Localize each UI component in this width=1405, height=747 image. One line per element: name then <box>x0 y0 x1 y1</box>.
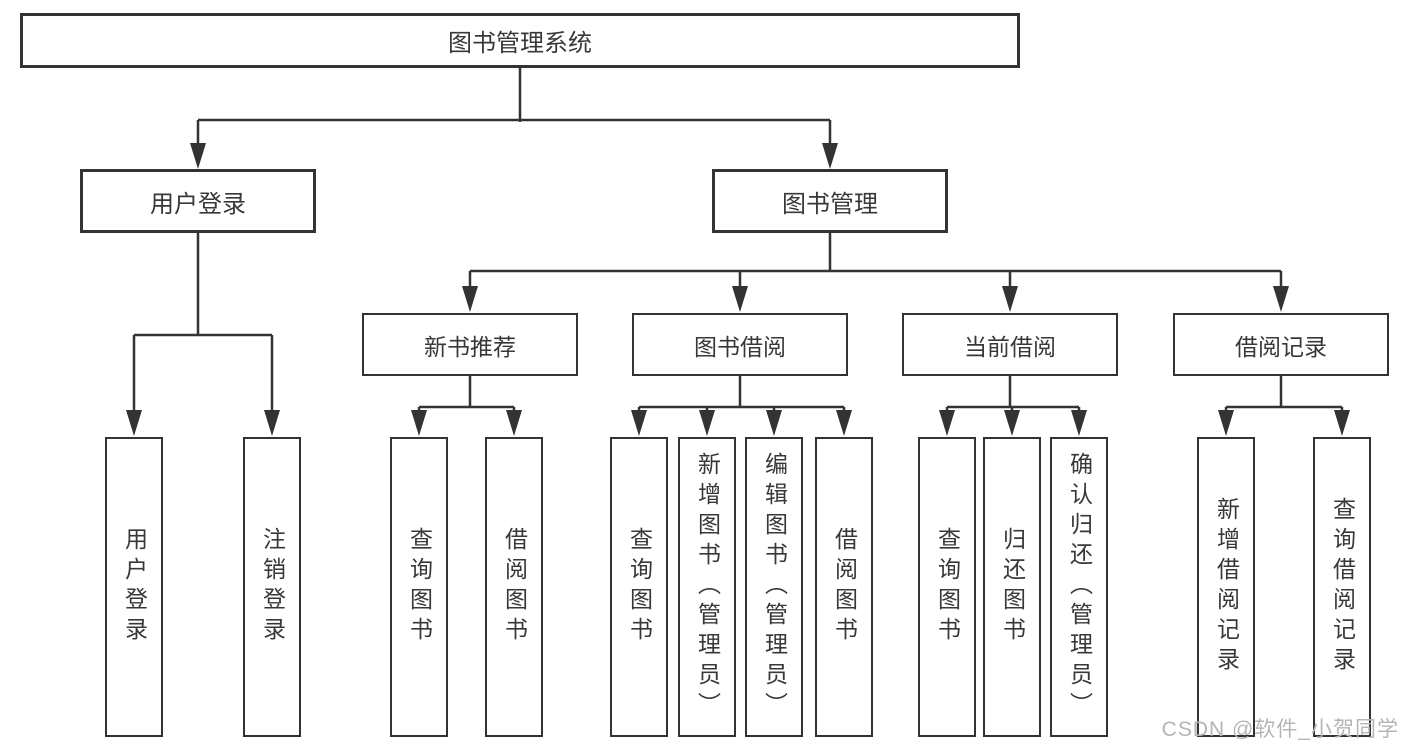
leaf-label: 查询借阅记录 <box>1329 497 1356 677</box>
node-current-borrowing: 当前借阅 <box>902 313 1118 376</box>
leaf-add-book-admin: 新增图书（管理员） <box>678 437 736 737</box>
node-borrowing-records: 借阅记录 <box>1173 313 1389 376</box>
arrowhead <box>732 286 748 312</box>
leaf-label: 查询图书 <box>406 527 433 647</box>
arrowhead <box>462 286 478 312</box>
arrowhead <box>631 410 647 436</box>
node-label: 图书管理 <box>782 190 878 218</box>
leaf-logout: 注销登录 <box>243 437 301 737</box>
arrowhead <box>836 410 852 436</box>
arrowhead <box>126 410 142 436</box>
arrowhead <box>264 410 280 436</box>
leaf-return-book: 归还图书 <box>983 437 1041 737</box>
arrowhead <box>1002 286 1018 312</box>
arrowhead <box>1218 410 1234 436</box>
leaf-label: 借阅图书 <box>831 527 858 647</box>
leaf-confirm-return-admin: 确认归还（管理员） <box>1050 437 1108 737</box>
node-label: 借阅记录 <box>1235 333 1327 360</box>
node-label: 新书推荐 <box>424 333 516 360</box>
leaf-label: 新增图书（管理员） <box>694 452 721 722</box>
leaf-query-books-current: 查询图书 <box>918 437 976 737</box>
leaf-label: 注销登录 <box>259 527 286 647</box>
arrowheads <box>126 143 1350 436</box>
leaf-query-books-recommend: 查询图书 <box>390 437 448 737</box>
leaf-borrow-books-recommend: 借阅图书 <box>485 437 543 737</box>
node-label: 用户登录 <box>150 190 246 218</box>
arrowhead <box>190 143 206 169</box>
node-user-login: 用户登录 <box>80 169 316 233</box>
leaf-label: 查询图书 <box>626 527 653 647</box>
node-label: 当前借阅 <box>964 333 1056 360</box>
arrowhead <box>766 410 782 436</box>
leaf-label: 借阅图书 <box>501 527 528 647</box>
arrowhead <box>1004 410 1020 436</box>
leaf-query-books-borrow: 查询图书 <box>610 437 668 737</box>
node-label: 图书借阅 <box>694 333 786 360</box>
leaf-label: 新增借阅记录 <box>1213 497 1240 677</box>
arrowhead <box>1334 410 1350 436</box>
leaf-edit-book-admin: 编辑图书（管理员） <box>745 437 803 737</box>
leaf-label: 查询图书 <box>934 527 961 647</box>
node-library-management-system: 图书管理系统 <box>20 13 1020 68</box>
arrowhead <box>699 410 715 436</box>
arrowhead <box>506 410 522 436</box>
node-book-management: 图书管理 <box>712 169 948 233</box>
node-book-borrowing: 图书借阅 <box>632 313 848 376</box>
csdn-watermark: CSDN @软件_小贺同学 <box>1161 718 1399 741</box>
arrowhead <box>411 410 427 436</box>
node-new-book-recommendation: 新书推荐 <box>362 313 578 376</box>
leaf-label: 用户登录 <box>121 527 148 647</box>
node-label: 图书管理系统 <box>448 30 592 57</box>
arrowhead <box>822 143 838 169</box>
leaf-borrow-books: 借阅图书 <box>815 437 873 737</box>
leaf-label: 确认归还（管理员） <box>1066 452 1093 722</box>
leaf-query-borrow-record: 查询借阅记录 <box>1313 437 1371 737</box>
leaf-user-login: 用户登录 <box>105 437 163 737</box>
leaf-label: 编辑图书（管理员） <box>761 452 788 722</box>
leaf-add-borrow-record: 新增借阅记录 <box>1197 437 1255 737</box>
arrowhead <box>939 410 955 436</box>
arrowhead <box>1273 286 1289 312</box>
arrowhead <box>1071 410 1087 436</box>
leaf-label: 归还图书 <box>999 527 1026 647</box>
